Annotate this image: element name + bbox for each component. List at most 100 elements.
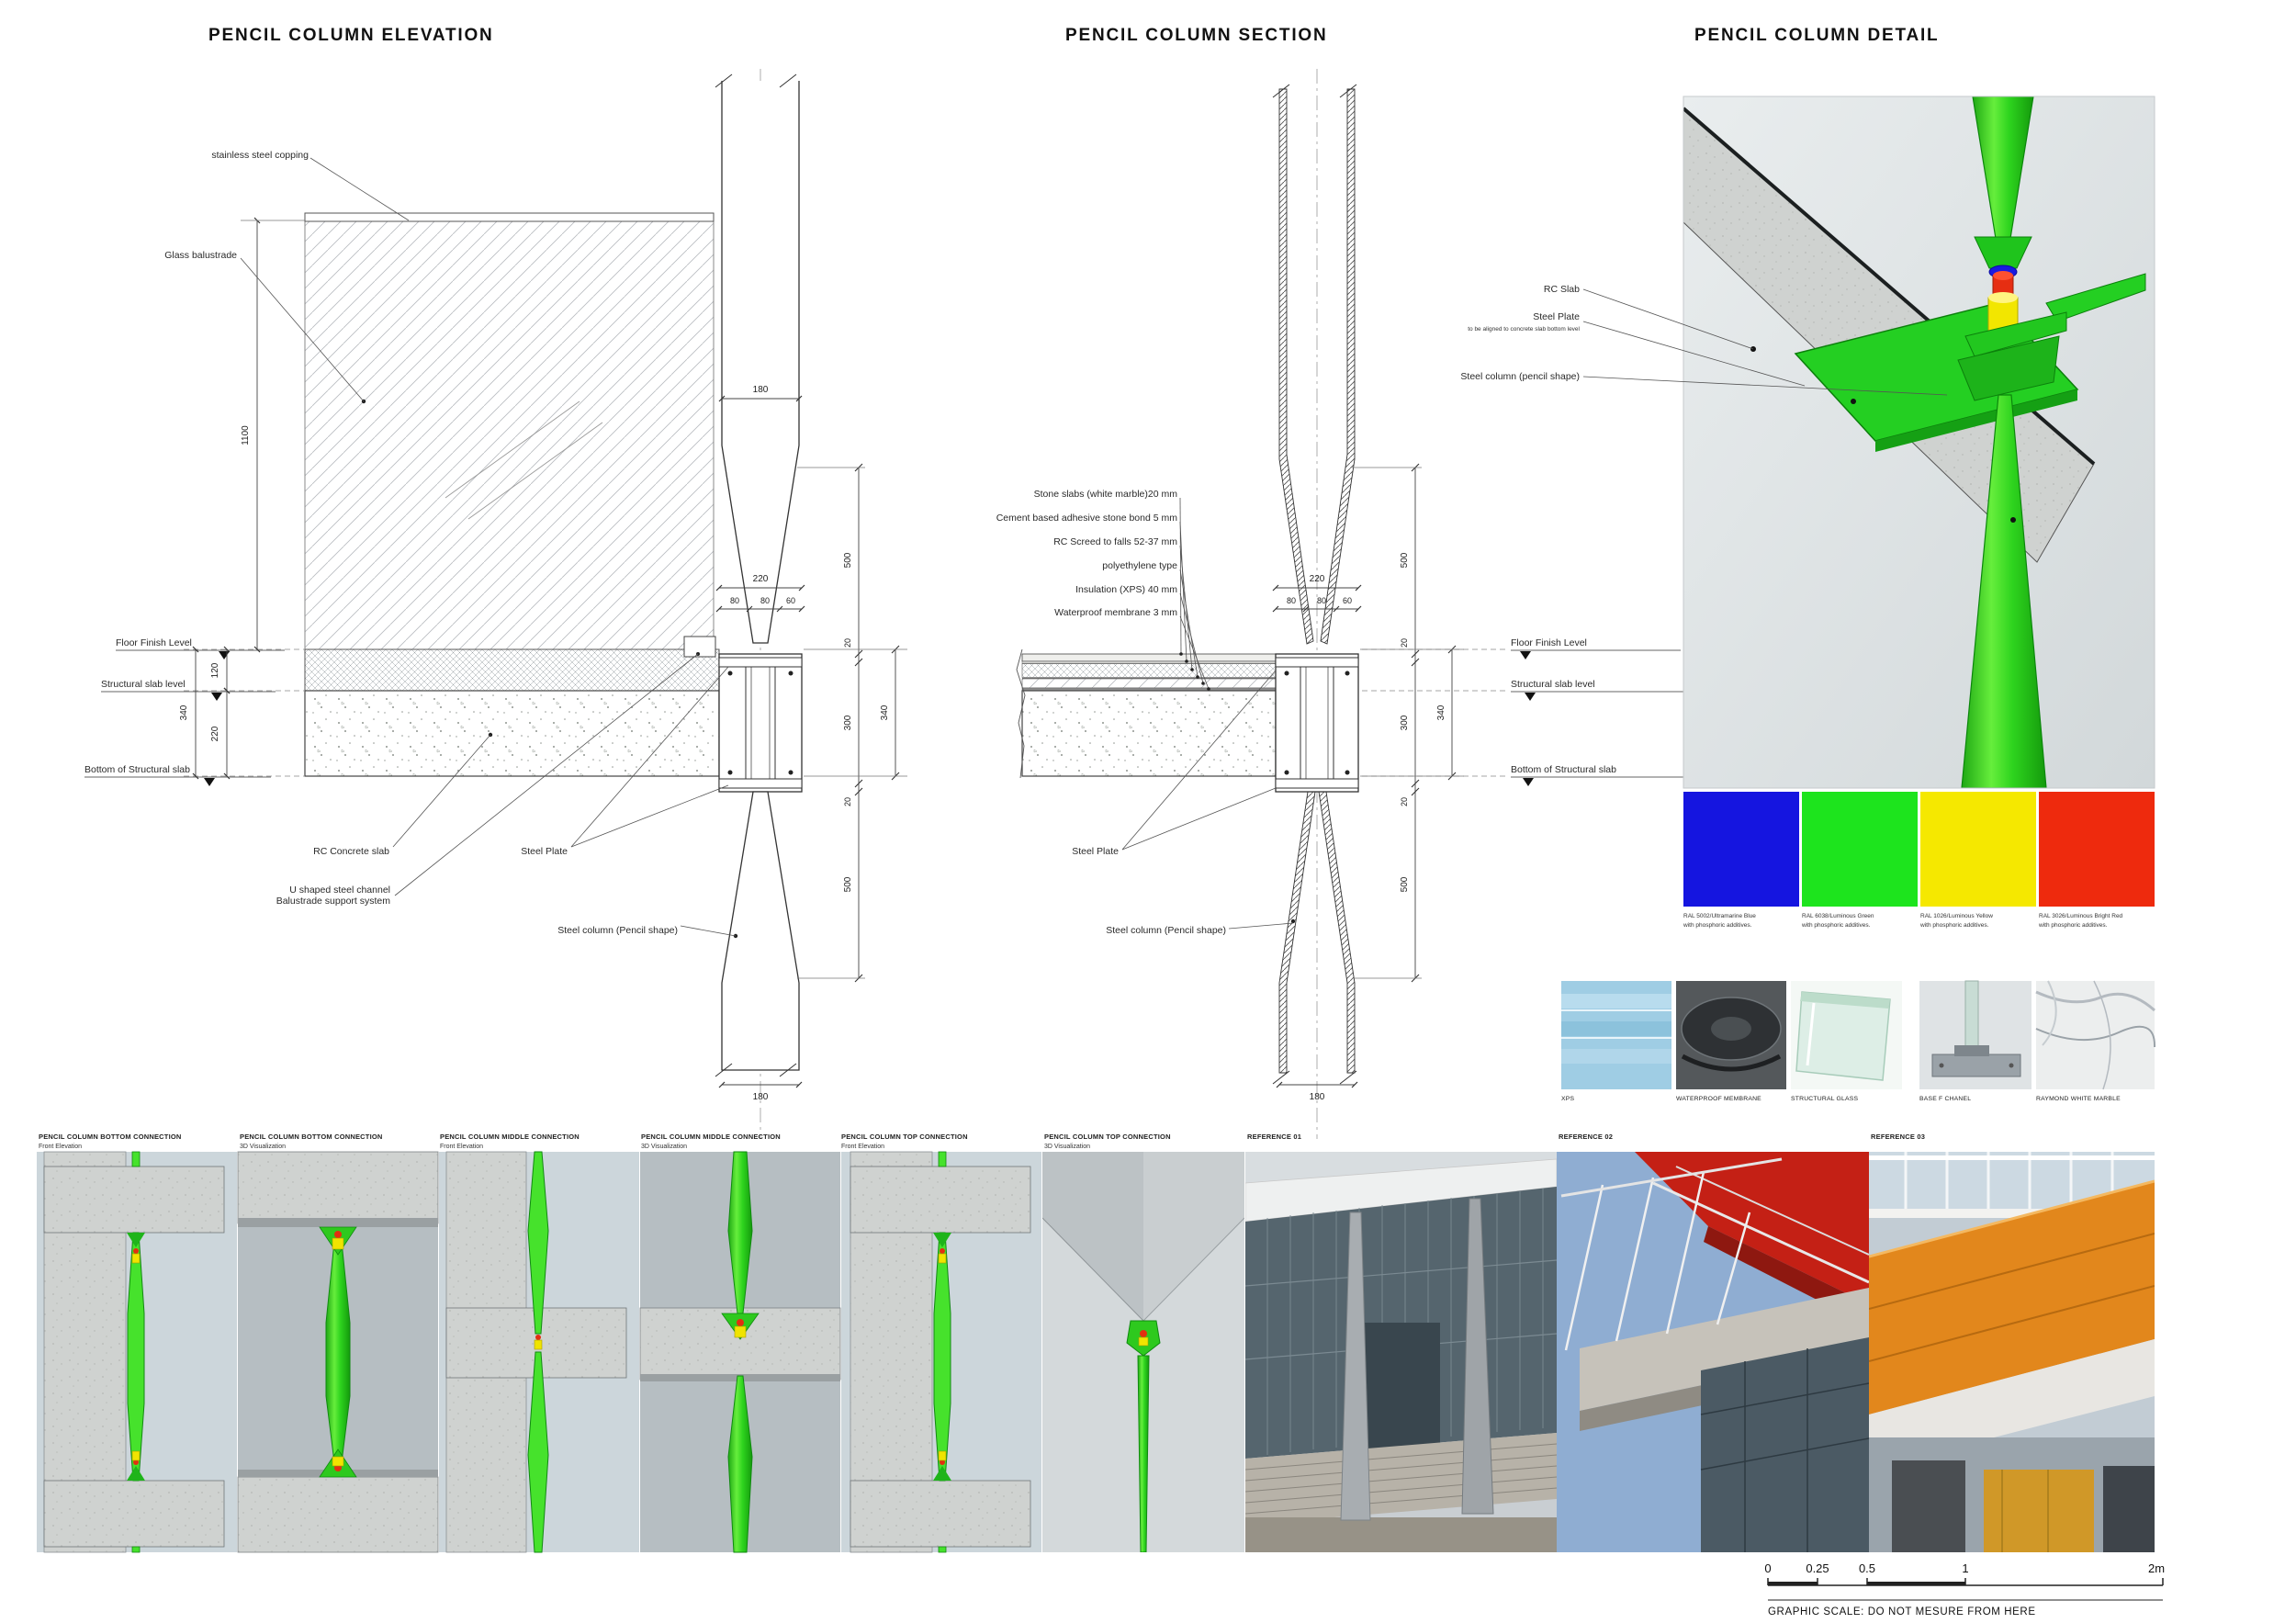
label-ssl-left: Structural slab level bbox=[101, 679, 186, 690]
swatch-green bbox=[1802, 792, 1918, 907]
dim-500-upper: 500 bbox=[843, 552, 853, 568]
panel-4-title: PENCIL COLUMN MIDDLE CONNECTION bbox=[641, 1133, 781, 1141]
detail-title: PENCIL COLUMN DETAIL bbox=[1694, 26, 1940, 45]
label-ssl-right: Structural slab level bbox=[1511, 679, 1595, 690]
panel-3-title: PENCIL COLUMN MIDDLE CONNECTION bbox=[440, 1133, 580, 1141]
label-layer-screed: RC Screed to falls 52-37 mm bbox=[1053, 536, 1177, 547]
label-steel-column-section: Steel column (Pencil shape) bbox=[1106, 925, 1226, 936]
dim-1100: 1100 bbox=[241, 425, 251, 445]
reference-1-label: REFERENCE 01 bbox=[1247, 1133, 1301, 1141]
dim-180-top: 180 bbox=[753, 385, 769, 395]
reference-photo-2 bbox=[1557, 1152, 1869, 1552]
dim-340-left: 340 bbox=[179, 704, 189, 720]
swatch-red-label-2: with phosphoric additives. bbox=[2038, 922, 2108, 929]
dim-20-top-section: 20 bbox=[1400, 638, 1409, 648]
dim-220-left: 220 bbox=[210, 726, 220, 741]
dim-20-bottom: 20 bbox=[843, 797, 852, 806]
dim-300-section: 300 bbox=[1400, 715, 1410, 730]
panel-1-title: PENCIL COLUMN BOTTOM CONNECTION bbox=[39, 1133, 182, 1141]
panel-4-subtitle: 3D Visualization bbox=[641, 1144, 687, 1150]
swatch-yellow bbox=[1920, 792, 2036, 907]
material-channel-label: BASE F CHANEL bbox=[1919, 1096, 1971, 1102]
label-u-channel-1: U shaped steel channel bbox=[289, 885, 390, 896]
label-steel-column-elev: Steel column (Pencil shape) bbox=[557, 925, 678, 936]
stainless-copping bbox=[304, 212, 715, 222]
material-channel bbox=[1919, 980, 2032, 1089]
label-rc-slab-3d: RC Slab bbox=[1544, 284, 1580, 295]
level-marker-icon bbox=[1523, 778, 1534, 786]
material-swatches: XPS WATERPROOF MEMBRANE STRUCTURAL GLASS… bbox=[1561, 980, 2156, 1102]
material-xps-label: XPS bbox=[1561, 1096, 1574, 1102]
material-marble-label: RAYMOND WHITE MARBLE bbox=[2036, 1096, 2121, 1102]
scale-tick-1: 1 bbox=[1962, 1561, 1968, 1575]
swatch-red-label-1: RAL 3026/Luminous Bright Red bbox=[2039, 913, 2123, 919]
elevation-drawing: 1100 120 340 220 180 220 80 80 60 500 20… bbox=[84, 69, 907, 1139]
dim-120: 120 bbox=[210, 662, 220, 678]
scale-tick-2m: 2m bbox=[2148, 1561, 2165, 1575]
dim-220-section: 220 bbox=[1310, 574, 1325, 584]
level-marker-icon bbox=[204, 778, 215, 786]
label-steel-plate-note: to be aligned to concrete slab bottom le… bbox=[1468, 326, 1580, 332]
dim-80a: 80 bbox=[730, 596, 739, 605]
scale-tick-05: 0.5 bbox=[1859, 1561, 1875, 1575]
swatch-yellow-label-2: with phosphoric additives. bbox=[1919, 922, 1989, 929]
glass-balustrade-panel bbox=[304, 220, 715, 650]
dim-180-bottom: 180 bbox=[753, 1092, 769, 1102]
panel-captions: PENCIL COLUMN BOTTOM CONNECTION Front El… bbox=[39, 1133, 1925, 1150]
swatch-blue-label-2: with phosphoric additives. bbox=[1683, 922, 1752, 929]
scale-tick-0: 0 bbox=[1764, 1561, 1771, 1575]
swatch-green-label-1: RAL 6038/Luminous Green bbox=[1802, 913, 1874, 919]
panel-6-title: PENCIL COLUMN TOP CONNECTION bbox=[1044, 1133, 1171, 1141]
panel-5-title: PENCIL COLUMN TOP CONNECTION bbox=[841, 1133, 968, 1141]
panel-top-front bbox=[841, 1151, 1041, 1553]
column-upper bbox=[721, 81, 800, 644]
level-marker-icon bbox=[211, 693, 222, 701]
scale-note: GRAPHIC SCALE: DO NOT MESURE FROM HERE bbox=[1768, 1606, 2036, 1617]
dim-60-section: 60 bbox=[1343, 596, 1352, 605]
dim-60: 60 bbox=[786, 596, 795, 605]
rc-slab bbox=[304, 690, 720, 777]
dim-80a-section: 80 bbox=[1287, 596, 1296, 605]
panel-middle-front bbox=[439, 1151, 639, 1553]
swatch-red bbox=[2039, 792, 2155, 907]
panel-bottom-3d bbox=[237, 1151, 439, 1553]
label-steel-plate-3d: Steel Plate bbox=[1533, 311, 1580, 322]
swatch-green-label-2: with phosphoric additives. bbox=[1801, 922, 1871, 929]
swatch-blue-label-1: RAL 5002/Ultramarine Blue bbox=[1683, 913, 1756, 919]
panel-2-subtitle: 3D Visualization bbox=[240, 1144, 286, 1150]
section-leaders bbox=[1121, 670, 1294, 930]
swatch-yellow-label-1: RAL 1026/Luminous Yellow bbox=[1920, 913, 1993, 919]
label-layer-adhesive: Cement based adhesive stone bond 5 mm bbox=[996, 513, 1178, 524]
pencil-column-l ower-3d bbox=[1961, 394, 2047, 788]
rc-slab-section bbox=[1021, 690, 1277, 777]
dim-80b: 80 bbox=[760, 596, 770, 605]
material-membrane bbox=[1676, 981, 1786, 1089]
elevation-leaders bbox=[240, 157, 737, 937]
section-drawing: 220 80 80 60 500 20 300 20 500 340 180 bbox=[996, 69, 1704, 1139]
panel-3-subtitle: Front Elevation bbox=[440, 1144, 483, 1150]
label-layer-polyethylene: polyethylene type bbox=[1102, 560, 1177, 571]
dim-500-lower-section: 500 bbox=[1400, 876, 1410, 892]
elevation-dim-lines bbox=[192, 217, 907, 1088]
panel-top-3d bbox=[1042, 1152, 1244, 1552]
material-marble bbox=[2035, 980, 2156, 1090]
detail-leaders bbox=[1582, 288, 1948, 396]
section-connection-box bbox=[1275, 653, 1359, 793]
panel-bottom-front bbox=[37, 1151, 237, 1553]
section-title: PENCIL COLUMN SECTION bbox=[1065, 26, 1328, 45]
dim-300: 300 bbox=[843, 715, 853, 730]
label-ffl-left: Floor Finish Level bbox=[116, 637, 192, 648]
panel-2-title: PENCIL COLUMN BOTTOM CONNECTION bbox=[240, 1133, 383, 1141]
column-lower bbox=[721, 791, 800, 1071]
swatch-blue bbox=[1683, 792, 1799, 907]
label-steel-plate-section: Steel Plate bbox=[1072, 846, 1119, 857]
scale-tick-025: 0.25 bbox=[1806, 1561, 1829, 1575]
label-layer-insulation: Insulation (XPS) 40 mm bbox=[1075, 584, 1177, 595]
material-xps bbox=[1561, 981, 1671, 1089]
label-ffl-right: Floor Finish Level bbox=[1511, 637, 1587, 648]
floor-finish-layers bbox=[304, 648, 720, 692]
reference-2-label: REFERENCE 02 bbox=[1559, 1133, 1613, 1141]
dim-20-bottom-section: 20 bbox=[1400, 797, 1409, 806]
